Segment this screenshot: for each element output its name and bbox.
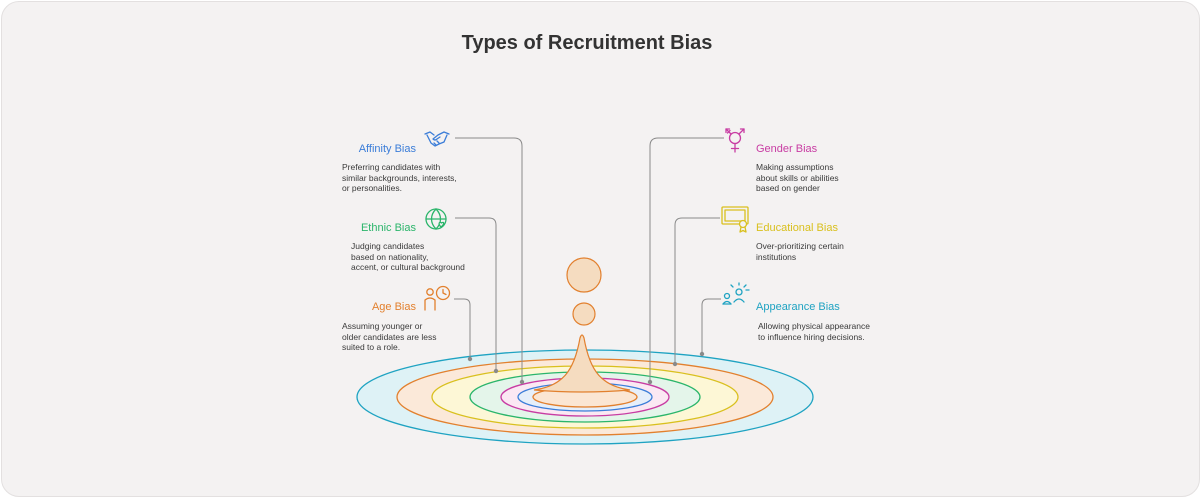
appearance-connector [701,298,721,354]
ethnic-connector [455,217,497,371]
gender-bias-description: Making assumptions about skills or abili… [756,162,839,193]
diagram-title: Types of Recruitment Bias [461,32,713,54]
affinity-bias-description: Preferring candidates with similar backg… [342,162,457,193]
certificate-icon [721,206,749,233]
drop-small [572,302,596,326]
age-bias-description: Assuming younger or older candidates are… [342,321,437,352]
gender-symbol-icon [725,128,745,153]
drop-splash [533,334,631,393]
affinity-connector [455,137,523,382]
person-clock-icon [424,285,451,311]
ethnic-bias-label: Ethnic Bias [360,222,416,234]
affinity-bias-label: Affinity Bias [358,143,416,155]
educational-bias-description: Over-prioritizing certain institutions [756,241,844,262]
ethnic-bias-description: Judging candidates based on nationality,… [351,241,465,272]
affinity-connector-dot [519,379,525,385]
gender-connector-dot [647,379,653,385]
connector-lines [454,137,724,385]
educational-connector-dot [672,361,678,367]
globe-heart-icon [425,208,447,230]
drop-large [566,257,602,293]
appearance-bias-description: Allowing physical appearance to influenc… [758,321,870,342]
gender-connector [649,137,724,382]
age-connector [454,298,471,359]
appearance-connector-dot [699,351,705,357]
people-sparkle-icon [722,282,750,305]
ripple-rings [356,349,814,445]
handshake-icon [424,131,450,147]
age-bias-label: Age Bias [371,301,416,313]
appearance-bias-label: Appearance Bias [756,301,840,313]
gender-bias-label: Gender Bias [756,143,818,155]
educational-bias-label: Educational Bias [756,222,838,234]
educational-connector [674,217,720,364]
age-connector-dot [467,356,473,362]
ethnic-connector-dot [493,368,499,374]
water-drop [533,257,631,393]
